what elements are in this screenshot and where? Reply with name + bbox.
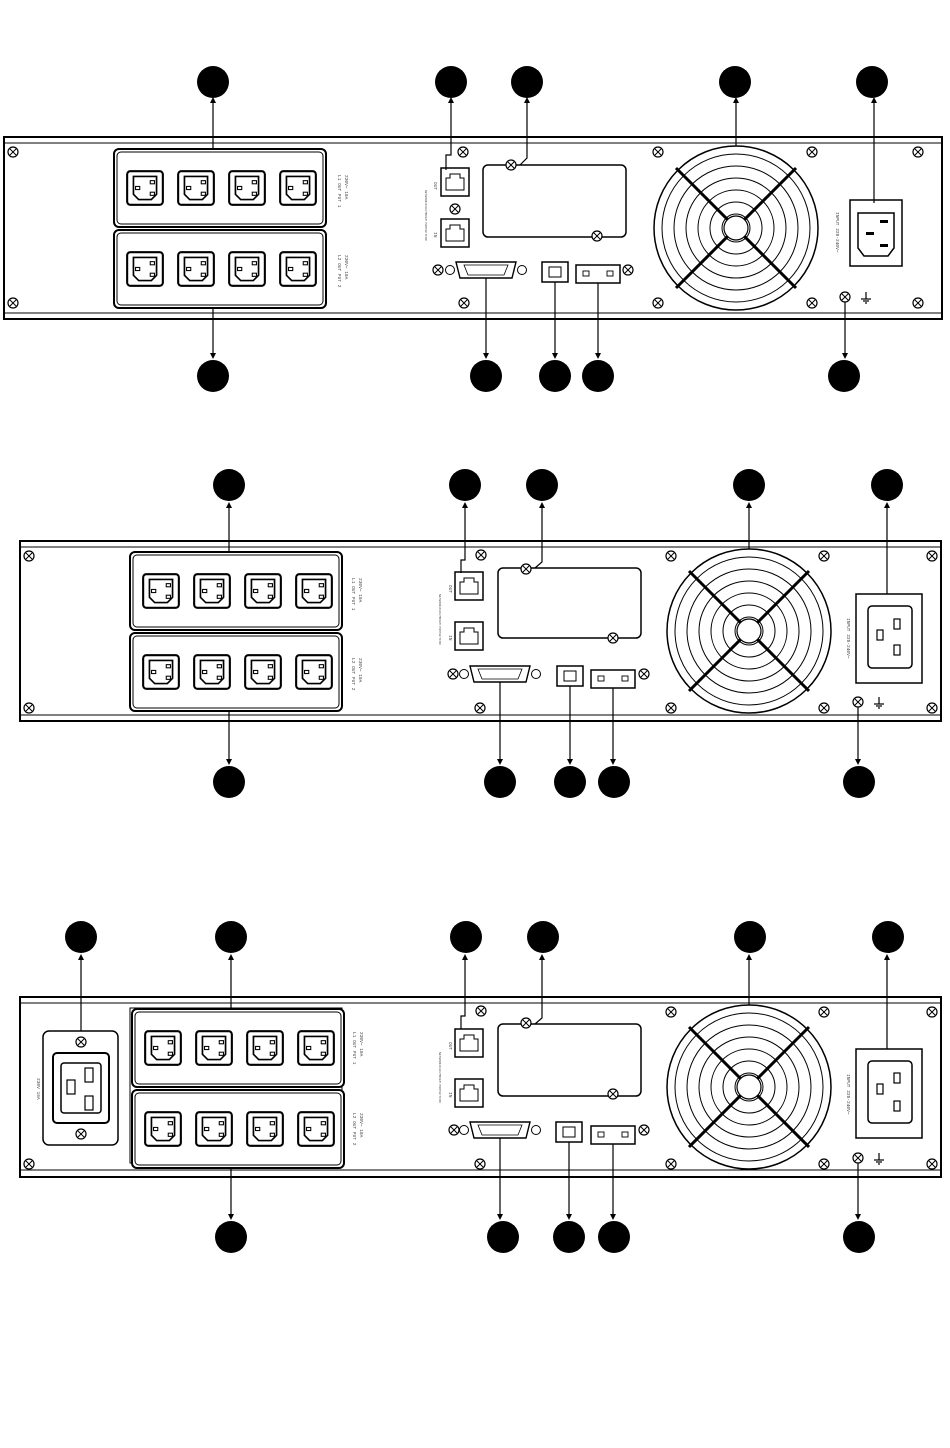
rj45-in-port xyxy=(454,621,484,651)
snmp-slot xyxy=(482,164,627,238)
outlet-bank xyxy=(113,148,327,309)
ground-screw xyxy=(852,696,864,708)
ground-icon xyxy=(874,1153,884,1165)
port-protection-label: NETWORK/FAX/MODEM PROTECTION xyxy=(438,594,442,645)
outlet-group-label: L1 OUT PUT 1 xyxy=(350,578,356,611)
callouts xyxy=(226,502,890,765)
outlet-rating: 230V~ 10A xyxy=(358,1113,364,1138)
outlet-rating: 230V~ 10A xyxy=(357,658,363,683)
rj45-out-port xyxy=(454,571,484,601)
outlet-group-label: L2 OUT PUT 2 xyxy=(336,255,342,288)
cooling-fan xyxy=(652,144,820,312)
rj45-out-port xyxy=(440,167,470,197)
port-out-label: OUT xyxy=(447,585,453,593)
input-label: INPUT 220-240V~ xyxy=(834,212,840,253)
port-out-label: OUT xyxy=(432,182,438,190)
outlet-rating: 230V~ 10A xyxy=(358,1032,364,1057)
port-in-label: IN xyxy=(447,1092,453,1098)
panel-2: L1 OUT PUT 1 230V~ 10A L2 OUT PUT 2 230V… xyxy=(19,469,942,798)
c20-output-socket xyxy=(42,1030,119,1146)
cooling-fan xyxy=(665,547,833,715)
epo-terminal xyxy=(590,669,636,689)
input-label: INPUT 220-240V~ xyxy=(845,1074,851,1115)
port-protection-label: NETWORK/FAX/MODEM PROTECTION xyxy=(424,190,428,241)
callouts xyxy=(78,954,890,1220)
rj45-out-port xyxy=(454,1028,484,1058)
rj45-in-port xyxy=(454,1078,484,1108)
snmp-slot xyxy=(497,1023,642,1097)
ground-screw xyxy=(839,291,851,303)
outlet-group-label: L1 OUT PUT 1 xyxy=(351,1032,357,1065)
epo-terminal xyxy=(575,264,621,284)
port-protection-label: NETWORK/FAX/MODEM PROTECTION xyxy=(438,1052,442,1103)
port-in-label: IN xyxy=(432,232,438,238)
outlet-group-label: L1 OUT PUT 1 xyxy=(336,175,342,208)
outlet-rating: 230V~ 10A xyxy=(343,255,349,280)
outlet-bank xyxy=(129,1007,345,1169)
ground-screw xyxy=(852,1152,864,1164)
usb-port xyxy=(541,261,569,283)
panel-1: L1 OUT PUT 1 230V~ 10A L2 OUT PUT 2 230V… xyxy=(3,66,943,392)
port-out-label: OUT xyxy=(447,1042,453,1050)
outlet-bank xyxy=(129,551,343,712)
snmp-slot xyxy=(497,567,642,639)
rj45-in-port xyxy=(440,218,470,248)
ground-icon xyxy=(861,292,871,304)
cooling-fan xyxy=(665,1003,833,1171)
ground-icon xyxy=(874,697,884,709)
input-label: INPUT 220-240V~ xyxy=(845,618,851,659)
usb-port xyxy=(555,1121,583,1143)
outlet-rating: 230V~ 10A xyxy=(357,578,363,603)
usb-port xyxy=(556,665,584,687)
epo-terminal xyxy=(590,1125,636,1145)
outlet-group-label: L2 OUT PUT 2 xyxy=(351,1113,357,1146)
outlet-rating: 230V~ 10A xyxy=(343,175,349,200)
port-in-label: IN xyxy=(447,635,453,641)
c20-rating-label: 230V 16A xyxy=(35,1078,41,1100)
callouts xyxy=(210,97,877,359)
panel-3: 230V 16A L1 OUT PUT 1 230V~ 10A L2 OUT P… xyxy=(19,921,942,1253)
outlet-group-label: L2 OUT PUT 2 xyxy=(350,658,356,691)
